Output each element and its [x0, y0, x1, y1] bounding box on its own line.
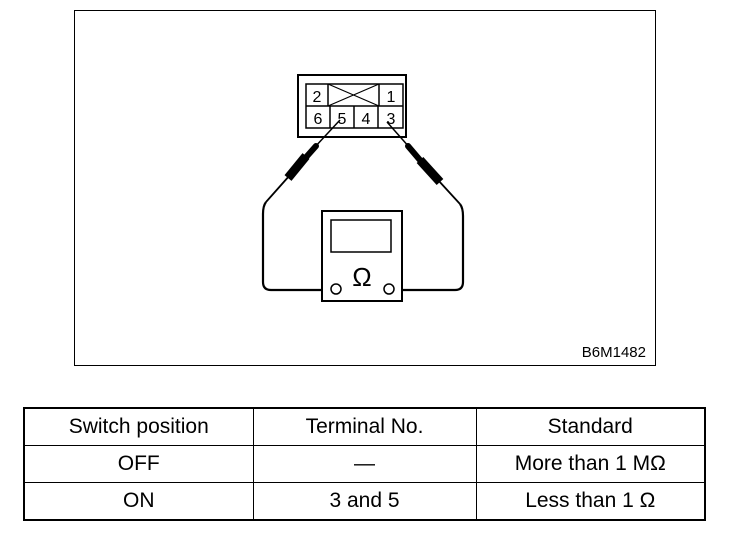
terminal-3-label: 3 [387, 111, 396, 128]
right-probe [386, 121, 461, 205]
terminal-1-label: 1 [387, 89, 396, 106]
left-lead-wire [261, 201, 330, 292]
header-terminal-no: Terminal No. [252, 407, 477, 446]
terminal-6-label: 6 [314, 111, 323, 128]
diagram-frame [74, 10, 656, 366]
cell-terminal-no: 3 and 5 [252, 482, 477, 521]
cell-switch-position: OFF [23, 445, 254, 483]
header-switch-position: Switch position [23, 407, 254, 446]
ohm-symbol: Ω [352, 262, 371, 292]
table-row: ON 3 and 5 Less than 1 Ω [23, 482, 706, 521]
ohmmeter: Ω [321, 210, 403, 302]
right-lead-wire [396, 203, 465, 292]
terminal-2-label: 2 [313, 89, 322, 106]
cell-standard: Less than 1 Ω [475, 482, 706, 521]
cell-terminal-no: — [252, 445, 477, 483]
connector-body [297, 74, 407, 138]
terminal-5-label: 5 [338, 111, 347, 128]
cell-switch-position: ON [23, 482, 254, 521]
cell-standard: More than 1 MΩ [475, 445, 706, 483]
table-header-row: Switch position Terminal No. Standard [23, 407, 706, 446]
table-row: OFF — More than 1 MΩ [23, 445, 706, 483]
figure-code: B6M1482 [582, 344, 646, 361]
terminal-4-label: 4 [362, 111, 371, 128]
header-standard: Standard [475, 407, 706, 446]
meter-display [330, 219, 392, 253]
spec-table: Switch position Terminal No. Standard OF… [23, 407, 706, 521]
meter-terminal-left [330, 283, 342, 295]
left-probe [265, 119, 341, 203]
meter-terminal-right [383, 283, 395, 295]
